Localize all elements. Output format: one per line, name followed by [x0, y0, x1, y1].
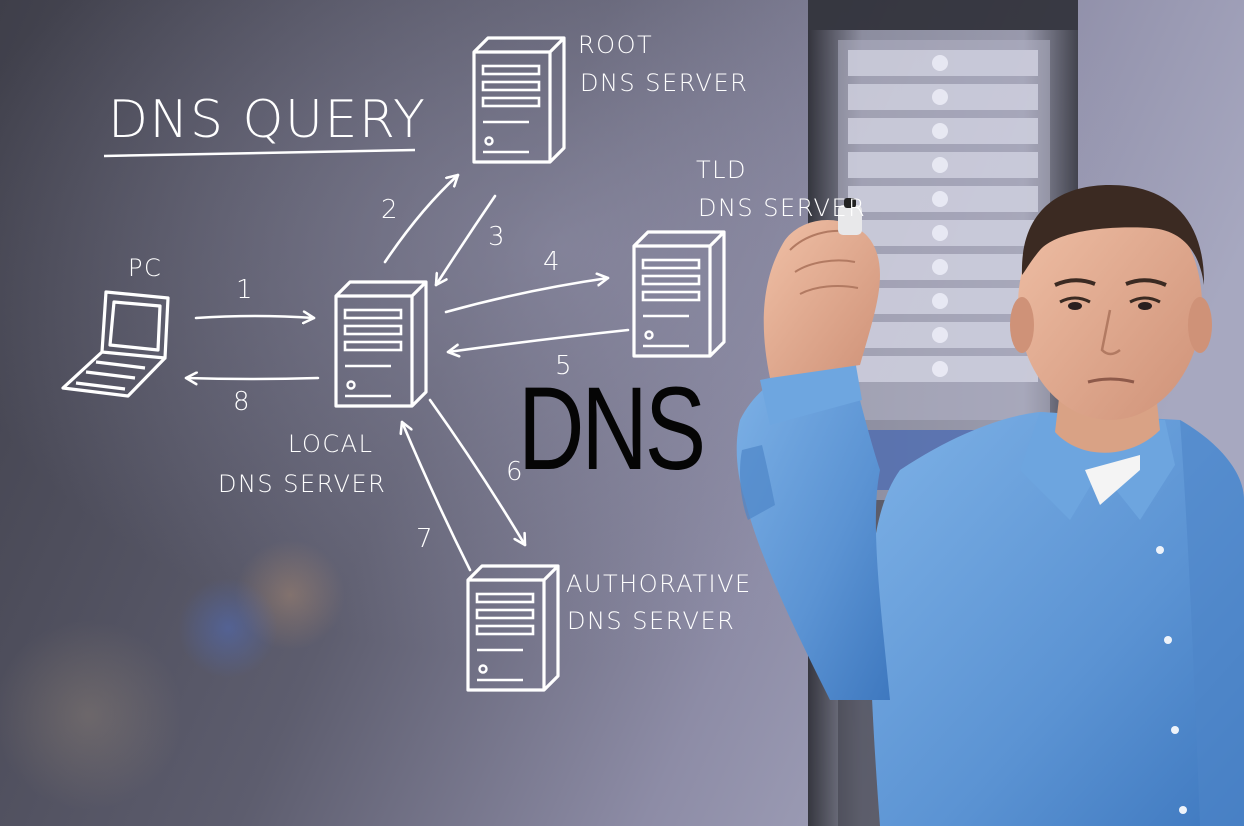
- authoritative-dns-label-line2: DNS SERVER: [567, 607, 735, 635]
- tld-dns-label-line1: TLD: [696, 156, 747, 184]
- title-underline: [103, 148, 416, 158]
- arrow-local-to-authoritative: [428, 398, 527, 547]
- arrow-authoritative-to-local: [402, 420, 472, 572]
- step-label-1: 1: [236, 275, 254, 305]
- step-label-4: 4: [543, 247, 561, 277]
- tld-dns-label-line2: DNS SERVER: [698, 194, 866, 222]
- arrow-local-to-root: [383, 173, 460, 264]
- step-label-7: 7: [416, 524, 434, 554]
- arrow-local-to-tld: [444, 278, 610, 314]
- marker-pen: [838, 205, 862, 235]
- step-label-5: 5: [555, 351, 573, 381]
- arrow-pc-to-local: [194, 316, 316, 318]
- local-dns-label-line1: LOCAL: [288, 430, 373, 458]
- root-dns-label-line1: ROOT: [578, 31, 653, 59]
- root-dns-label-line2: DNS SERVER: [580, 69, 748, 97]
- dns-overlay-text: DNS: [518, 363, 706, 495]
- authoritative-dns-label-line1: AUTHORATIVE: [566, 570, 752, 598]
- arrow-tld-to-local: [446, 328, 630, 352]
- laptop-icon: [61, 290, 170, 398]
- diagram-title: DNS QUERY: [108, 90, 426, 150]
- step-label-3: 3: [488, 222, 506, 252]
- local-dns-label-line2: DNS SERVER: [218, 470, 386, 498]
- step-label-6: 6: [506, 457, 524, 487]
- person: [736, 185, 1244, 826]
- arrow-root-to-local: [434, 194, 497, 287]
- pc-label: PC: [128, 254, 162, 282]
- bokeh-light: [0, 620, 183, 810]
- arrow-local-to-pc: [184, 378, 320, 379]
- step-label-2: 2: [381, 195, 399, 225]
- bokeh-light: [178, 578, 278, 678]
- step-label-8: 8: [233, 387, 251, 417]
